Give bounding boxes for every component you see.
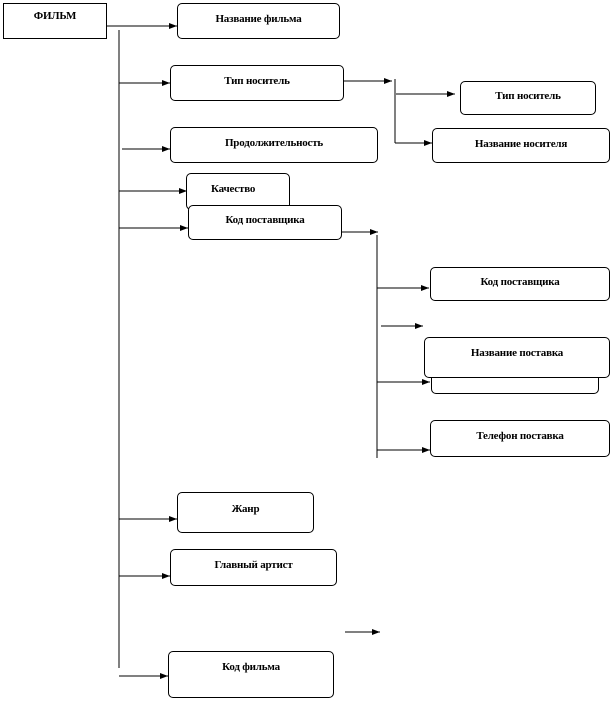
node-main-actor: Главный артист — [170, 549, 337, 586]
node-supplier-code: Код поставщика — [188, 205, 342, 240]
node-media-type-sub: Тип носитель — [460, 81, 596, 115]
node-quality: Качество — [186, 173, 290, 210]
node-label: Код поставщика — [480, 276, 560, 288]
node-label: Главный артист — [214, 559, 293, 571]
node-label: Тип носитель — [495, 90, 561, 102]
node-label: Название поставка — [470, 347, 564, 359]
node-genre: Жанр — [177, 492, 314, 533]
node-label: Жанр — [231, 503, 260, 515]
node-media-type: Тип носитель — [170, 65, 344, 101]
node-label: Продолжительность — [224, 137, 324, 149]
root-node-film: ФИЛЬМ — [3, 3, 107, 39]
node-film-title: Название фильма — [177, 3, 340, 39]
node-film-code: Код фильма — [168, 651, 334, 698]
node-label: Название фильма — [215, 13, 302, 25]
node-duration: Продолжительность — [170, 127, 378, 163]
node-supplier-phone: Телефон поставка — [430, 420, 610, 457]
node-media-name: Название носителя — [432, 128, 610, 163]
node-supplier-code-sub: Код поставщика — [430, 267, 610, 301]
node-label: Название носителя — [474, 138, 568, 150]
node-label: Код поставщика — [225, 214, 305, 226]
node-supplier-name: Название поставка — [424, 337, 610, 378]
node-label: Качество — [211, 183, 256, 195]
node-label: Код фильма — [222, 661, 280, 673]
node-label: Тип носитель — [224, 75, 290, 87]
root-node-label: ФИЛЬМ — [33, 10, 77, 22]
node-label: Телефон поставка — [476, 430, 564, 442]
